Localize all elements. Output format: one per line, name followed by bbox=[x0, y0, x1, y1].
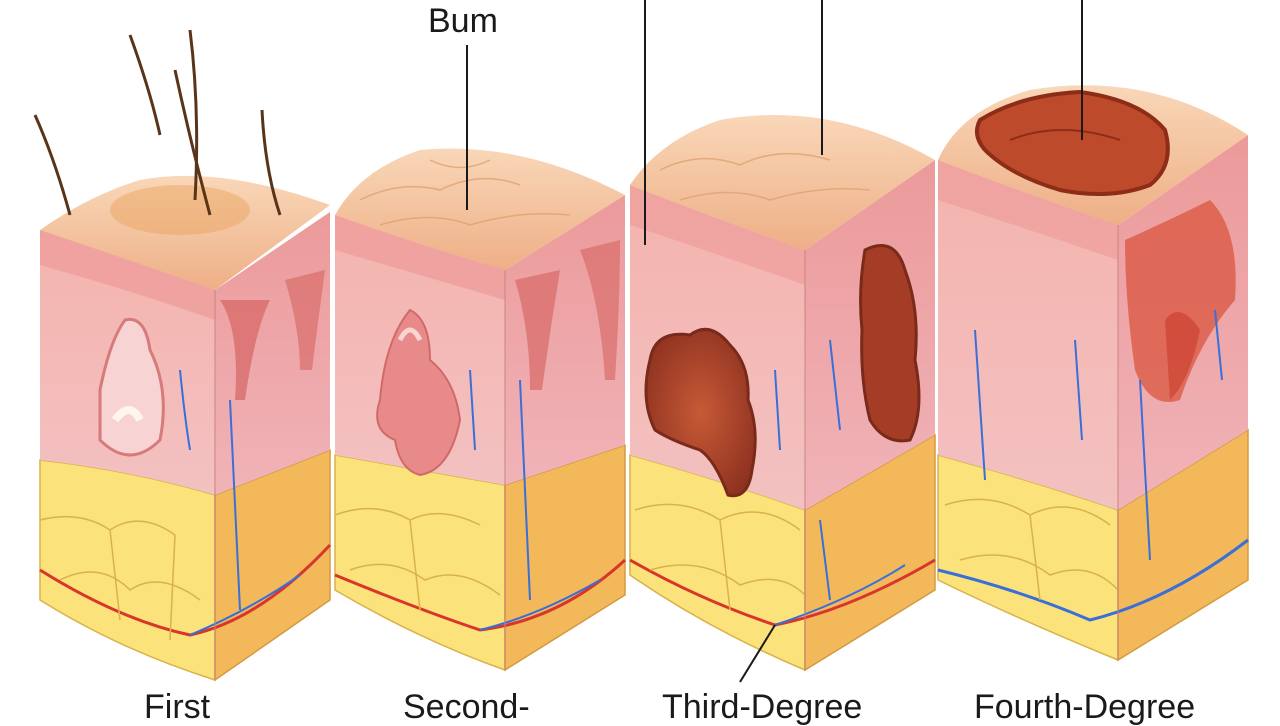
label-bum: Bum bbox=[428, 2, 498, 40]
epidermis-surface bbox=[335, 148, 625, 270]
epidermis-surface bbox=[630, 115, 935, 250]
stage-label-first: First bbox=[144, 688, 211, 726]
skin-block-first-degree bbox=[33, 29, 332, 682]
burn-wound bbox=[644, 327, 757, 498]
stage-label-second: Second- bbox=[403, 688, 530, 726]
vein bbox=[179, 369, 191, 451]
skin-block-fourth-degree bbox=[937, 85, 1249, 662]
hair bbox=[33, 114, 72, 216]
skin-block-second-degree bbox=[334, 148, 627, 672]
leader-line bbox=[739, 624, 776, 683]
stage-label-third: Third-Degree bbox=[662, 688, 863, 726]
epidermis-surface bbox=[40, 175, 330, 290]
burn-wound bbox=[974, 89, 1170, 196]
fat-layer bbox=[39, 459, 216, 682]
stage-label-fourth: Fourth-Degree bbox=[974, 688, 1196, 726]
leader-lines bbox=[466, 0, 1083, 683]
skin-block-third-degree bbox=[629, 115, 936, 672]
